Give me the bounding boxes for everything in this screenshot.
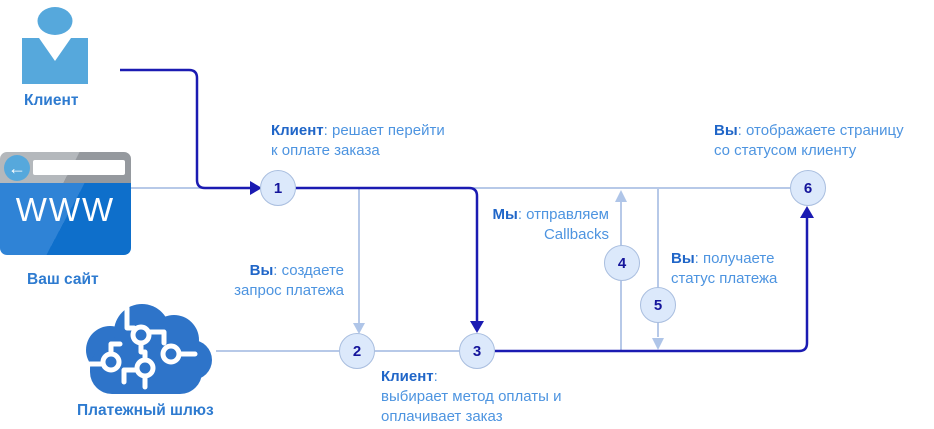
flow-node-6: 6 [790,170,826,206]
navy-arrowhead-into-1 [250,181,262,195]
node-6-number: 6 [803,179,813,197]
node-5-number: 5 [653,296,663,314]
node-4-number: 4 [617,254,627,272]
note-step-6: Вы: отображаете страницу со статусом кли… [714,122,904,159]
note-step-2: Вы: создаете запрос платежа [234,262,344,299]
navy-arrowhead-into-6 [800,206,814,218]
note-step-4: Мы: отправляем Callbacks [492,206,610,243]
client-caption: Клиент [24,92,79,109]
pale-arrowhead-into-2 [353,323,365,334]
gateway-caption: Платежный шлюз [77,402,214,419]
note-step-1: Клиент: решает перейти к оплате заказа [271,122,445,159]
flow-node-3: 3 [459,333,495,369]
navy-line-3-to-6 [495,218,809,353]
flow-node-1: 1 [260,170,296,206]
navy-line-client-to-1 [120,68,250,190]
pale-arrowhead-up-4 [615,190,627,202]
website-caption: Ваш сайт [27,271,99,288]
pale-arrowhead-into-line [652,338,664,350]
flow-node-4: 4 [604,245,640,281]
website-browser-icon: ← WWW [0,152,131,255]
browser-address-bar [33,160,125,175]
note-step-3: Клиент: выбирает метод оплаты и оплачива… [381,368,562,425]
navy-line-1-to-3 [296,186,479,321]
navy-arrowhead-into-3 [470,321,484,333]
node-3-number: 3 [472,342,482,360]
browser-body: WWW [0,183,131,255]
payment-gateway-cloud-icon [74,302,216,404]
client-person-icon [22,7,89,90]
flow-node-5: 5 [640,287,676,323]
back-arrow-icon: ← [4,155,30,181]
note-step-5: Вы: получаете статус платежа [671,250,778,287]
node-1-number: 1 [273,179,283,197]
www-text: WWW [15,191,116,228]
flow-node-2: 2 [339,333,375,369]
node-2-number: 2 [352,342,362,360]
